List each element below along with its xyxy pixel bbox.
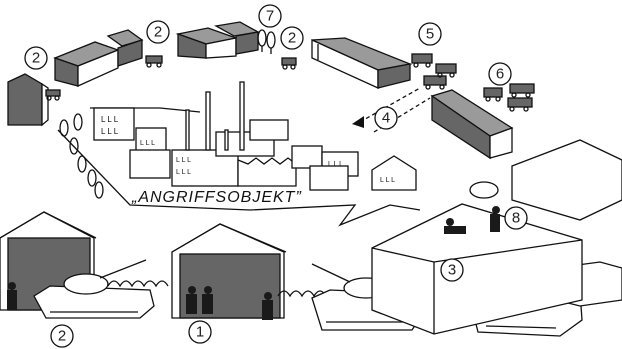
marker-circle (280, 26, 304, 50)
marker-label: 7 (266, 8, 274, 25)
objective-area: L L L L L L L L L L L L L L L L L L L L … (57, 81, 421, 227)
marker-circle (258, 4, 282, 28)
vehicles-group-6 (483, 83, 535, 112)
marker-label: 2 (32, 50, 40, 67)
trees-left (59, 113, 104, 199)
marker-m2-bottom: 2 (50, 324, 74, 348)
windows-4: L L L (176, 157, 191, 164)
marker-m6: 6 (488, 62, 512, 86)
marker-circle (504, 206, 528, 230)
marker-m2-left: 2 (24, 46, 48, 70)
marker-label: 2 (154, 24, 162, 41)
windows-2: L L L (101, 127, 119, 136)
vehicle-group-left (45, 55, 297, 101)
tank-left (33, 259, 155, 319)
marker-label: 8 (512, 210, 520, 227)
marker-circle (24, 46, 48, 70)
marker-circle (418, 22, 442, 46)
marker-label: 2 (58, 328, 66, 345)
marker-circle (374, 106, 398, 130)
windows-6: L L L (328, 161, 343, 168)
marker-label: 1 (196, 324, 204, 341)
vehicles-group-5 (411, 53, 457, 90)
windows-1: L L L (101, 115, 119, 124)
marker-m1: 1 (188, 320, 212, 344)
building-3 (371, 139, 622, 335)
marker-circle (440, 258, 464, 282)
marker-label: 2 (288, 30, 296, 47)
marker-label: 3 (448, 262, 456, 279)
barrack-top-right (311, 37, 413, 90)
marker-label: 5 (426, 26, 434, 43)
marker-m8: 8 (504, 206, 528, 230)
marker-label: 6 (496, 66, 504, 83)
windows-7: L L L (380, 177, 395, 184)
soldiers-centre (186, 286, 273, 320)
marker-m4: 4 (374, 106, 398, 130)
marker-circle (50, 324, 74, 348)
barrack-top-center (175, 21, 260, 59)
barrack-far-left (7, 73, 49, 127)
marker-m3: 3 (440, 258, 464, 282)
marker-circle (146, 20, 170, 44)
marker-circle (488, 62, 512, 86)
windows-5: L L L (176, 169, 191, 176)
windows-3: L L L (140, 140, 155, 147)
barrack-top-left (53, 29, 144, 88)
soldiers-left (7, 282, 17, 310)
marker-m2-top-b: 2 (280, 26, 304, 50)
objective-title: „ANGRIFFSOBJEKT” (131, 189, 302, 206)
marker-label: 4 (382, 110, 390, 127)
soldiers-roof (444, 181, 500, 234)
barrack-right (430, 89, 514, 160)
marker-m2-top-a: 2 (146, 20, 170, 44)
trees-top (257, 29, 276, 54)
marker-circle (188, 320, 212, 344)
marker-m7: 7 (258, 4, 282, 28)
marker-m5: 5 (418, 22, 442, 46)
